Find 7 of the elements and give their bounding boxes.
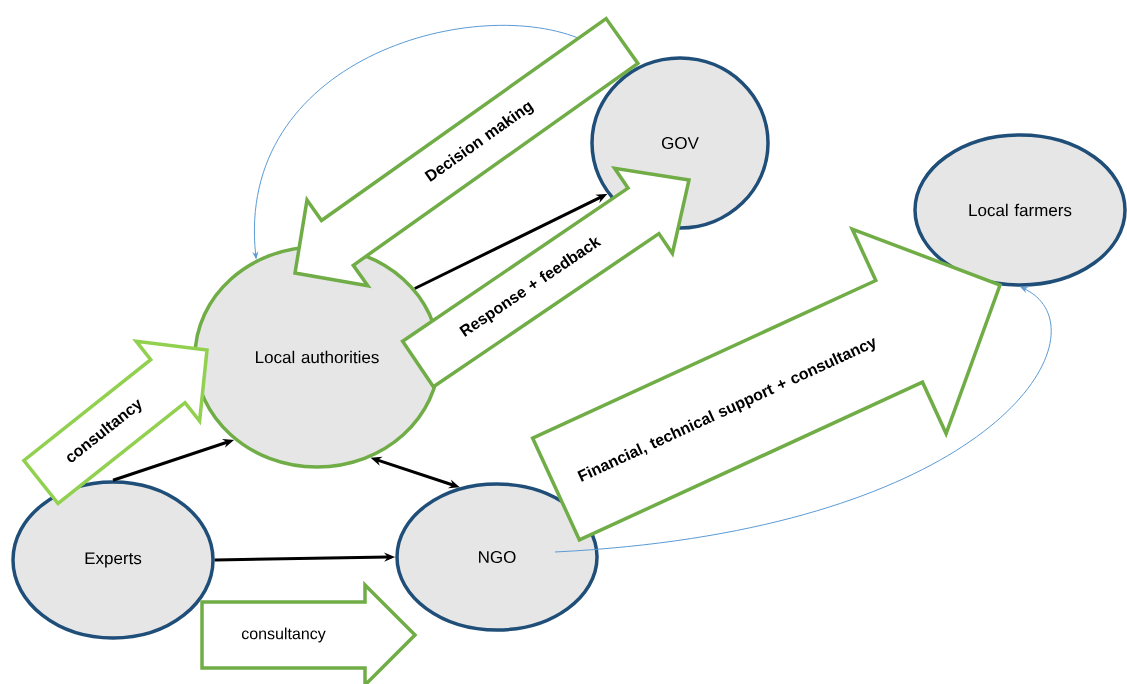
ellipse-node: Experts	[11, 480, 215, 640]
edge-label: consultancy	[241, 627, 326, 643]
ellipse-node: NGO	[395, 482, 599, 632]
arrow	[554, 286, 1051, 553]
ellipse-node: Local farmers	[913, 133, 1127, 287]
block-arrow	[200, 580, 418, 684]
arrow	[253, 25, 579, 259]
